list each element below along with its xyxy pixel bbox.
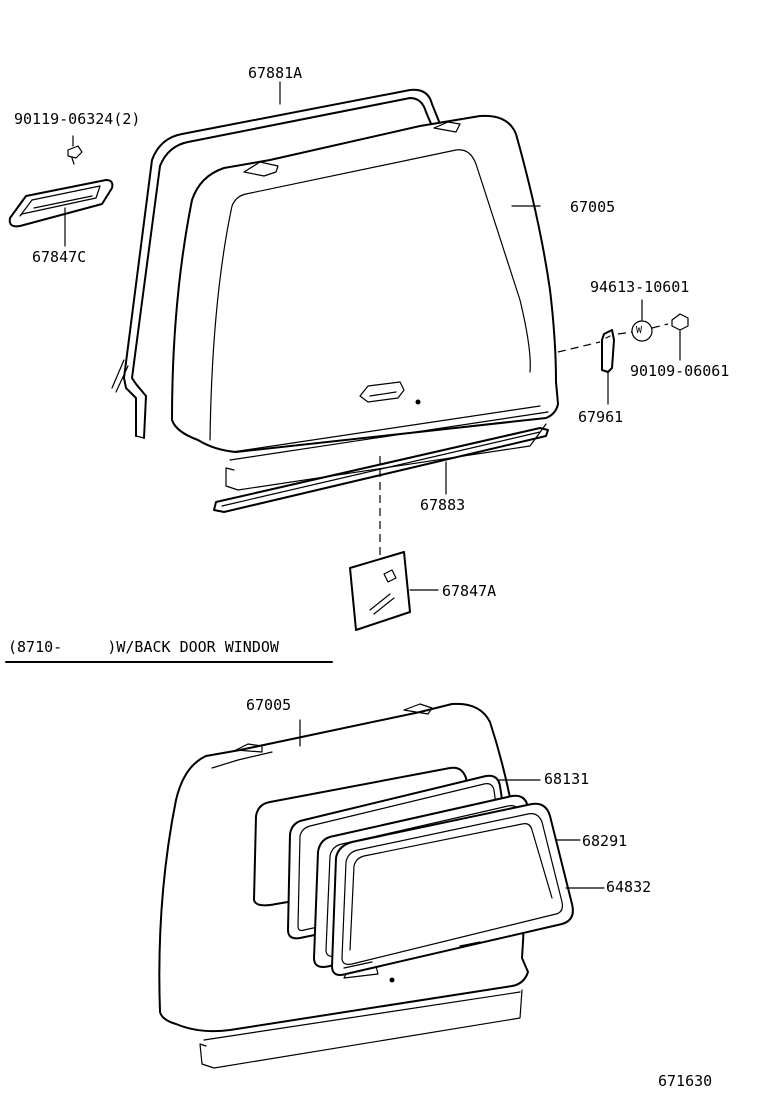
label-67847a: 67847A xyxy=(442,582,497,600)
label-68131: 68131 xyxy=(544,770,590,788)
stay-67961 xyxy=(557,323,669,405)
washer-mark-icon: W xyxy=(636,325,643,336)
figure-id: 671630 xyxy=(658,1072,713,1090)
label-67881a: 67881A xyxy=(248,64,303,82)
label-67005-top: 67005 xyxy=(570,198,616,216)
label-90119-06324: 90119-06324(2) xyxy=(14,110,141,128)
label-67883: 67883 xyxy=(420,496,466,514)
cover-67847c xyxy=(8,179,114,247)
label-67005-bottom: 67005 xyxy=(246,696,292,714)
screw-90119-06324 xyxy=(67,135,83,165)
label-90109-06061: 90109-06061 xyxy=(630,362,730,380)
washer-94613-10601 xyxy=(631,299,653,342)
clip-plate-67847a xyxy=(349,551,439,631)
back-door-panel-67005-top xyxy=(171,114,559,491)
glass-64832 xyxy=(331,802,605,976)
label-67847c: 67847C xyxy=(32,248,87,266)
weatherstrip-67881a xyxy=(111,88,441,439)
section-label: (8710- )W/BACK DOOR WINDOW xyxy=(8,638,279,656)
label-68291: 68291 xyxy=(582,832,628,850)
label-64832: 64832 xyxy=(606,878,652,896)
label-67961: 67961 xyxy=(578,408,624,426)
label-94613-10601: 94613-10601 xyxy=(590,278,690,296)
rail-67883 xyxy=(213,427,549,513)
nut-90109-06061 xyxy=(671,313,689,361)
